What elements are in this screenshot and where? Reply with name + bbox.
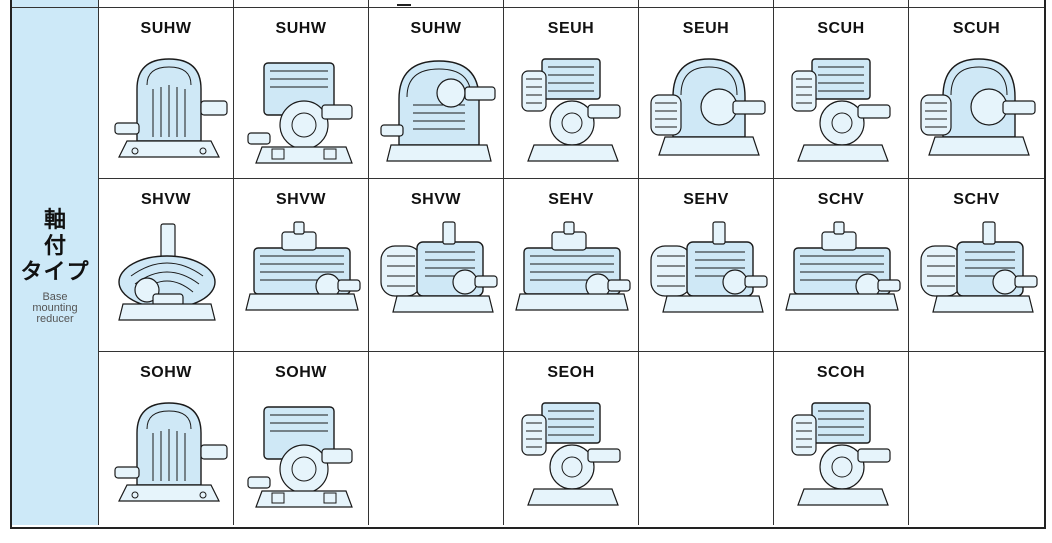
model-label: SUHW — [140, 20, 192, 37]
side-label-jp-line1: 軸 付 — [43, 208, 80, 259]
product-cell: SCUH — [909, 8, 1044, 179]
reducer-horizontal-box-icon — [245, 221, 361, 311]
reducer-horizontal-box-icon — [785, 221, 901, 311]
product-cell: SEUH — [504, 8, 639, 179]
product-cell: SEOH — [504, 352, 639, 525]
model-label: SOHW — [140, 364, 192, 381]
product-cell: SCOH — [774, 352, 909, 525]
product-cell: SUHW — [369, 8, 504, 179]
product-cell: SEHV — [504, 179, 639, 352]
product-cell: SCHV — [774, 179, 909, 352]
product-cell: SCHV — [909, 179, 1044, 352]
reducer-horizontal-box-icon — [515, 221, 631, 311]
product-cell: SOHW — [99, 352, 234, 525]
reducer-box-twin-icon — [247, 406, 353, 508]
top-strip — [369, 0, 504, 8]
top-strip — [99, 0, 234, 8]
reducer-upright-ribbed-icon — [114, 58, 228, 158]
top-strip — [909, 0, 1044, 8]
reducer-box-motor-icon — [791, 402, 891, 506]
top-strip — [504, 0, 639, 8]
model-label: SUHW — [410, 20, 462, 37]
model-label: SEUH — [547, 20, 595, 37]
model-label: SOHW — [275, 364, 327, 381]
product-cell: SHVW — [99, 179, 234, 352]
top-strip — [639, 0, 774, 8]
model-label: SEUH — [682, 20, 730, 37]
reducer-upright-ribbed-icon — [114, 402, 228, 502]
model-label: SCUH — [952, 20, 1001, 37]
product-cell: SHVW — [234, 179, 369, 352]
top-strip — [774, 0, 909, 8]
side-label-jp-line2: タイプ — [20, 260, 90, 285]
product-cell: SHVW — [369, 179, 504, 352]
model-label: SHVW — [276, 191, 326, 208]
model-label: SCHV — [953, 191, 1000, 208]
reducer-type-table: 軸 付 タイプ Base mounting reducer SUHW SUHW … — [10, 0, 1046, 529]
model-label: SCOH — [816, 364, 866, 381]
top-strip — [234, 0, 369, 8]
product-cell: SUHW — [234, 8, 369, 179]
product-cell: SEUH — [639, 8, 774, 179]
empty-cell — [909, 352, 1044, 525]
product-cell: SOHW — [234, 352, 369, 525]
reducer-box-motor-icon — [521, 402, 621, 506]
model-label: SHVW — [411, 191, 461, 208]
side-label: 軸 付 タイプ Base mounting reducer — [12, 8, 99, 525]
model-label: SHVW — [141, 191, 191, 208]
model-label: SCHV — [817, 191, 865, 208]
reducer-dome-motor-icon — [920, 58, 1036, 156]
reducer-horizontal-motor-icon — [650, 221, 768, 313]
reducer-box-twin-icon — [247, 62, 353, 164]
side-label-en: Base mounting reducer — [32, 291, 78, 325]
reducer-box-motor-icon — [521, 58, 621, 162]
model-label: SCUH — [817, 20, 865, 37]
top-mark — [397, 4, 411, 6]
top-strip-side — [12, 0, 99, 8]
reducer-horizontal-motor-icon — [380, 221, 498, 313]
product-cell: SUHW — [99, 8, 234, 179]
reducer-vertical-shaft-icon — [118, 223, 216, 321]
empty-cell — [639, 352, 774, 525]
reducer-horizontal-motor-icon — [920, 221, 1038, 313]
model-label: SEHV — [683, 191, 729, 208]
reducer-dome-motor-icon — [650, 58, 766, 156]
model-label: SEOH — [547, 364, 595, 381]
model-label: SEHV — [548, 191, 594, 208]
reducer-dome-finned-icon — [380, 60, 496, 162]
empty-cell — [369, 352, 504, 525]
product-cell: SEHV — [639, 179, 774, 352]
model-label: SUHW — [275, 20, 327, 37]
product-cell: SCUH — [774, 8, 909, 179]
reducer-box-motor-icon — [791, 58, 891, 162]
